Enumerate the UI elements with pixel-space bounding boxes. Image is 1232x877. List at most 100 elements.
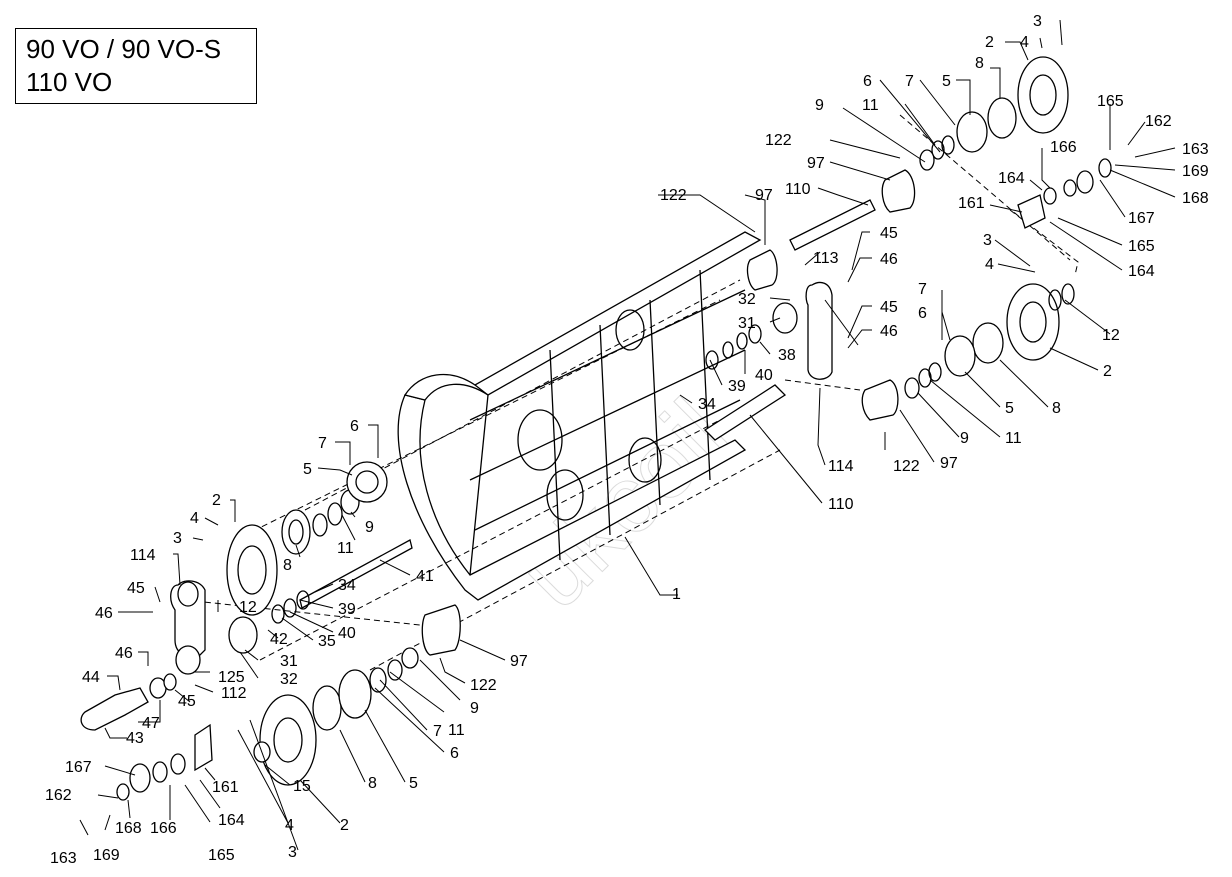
callout-label: 31 xyxy=(280,653,298,670)
callout-label: 31 xyxy=(738,315,756,332)
callout-label: 6 xyxy=(450,745,459,762)
callout-label: 11 xyxy=(862,97,879,114)
callout-label: 40 xyxy=(755,367,773,384)
callout-label: 34 xyxy=(338,577,356,594)
callout-label: 7 xyxy=(433,723,442,740)
callout-label: 3 xyxy=(1033,13,1042,30)
callout-label: 9 xyxy=(960,430,969,447)
callout-label: 7 xyxy=(905,73,914,90)
leader-lines xyxy=(79,19,1176,851)
callout-label: 3 xyxy=(288,844,297,861)
callout-label: 168 xyxy=(1182,190,1209,207)
callout-label: 3 xyxy=(983,232,992,249)
model-title-box: 90 VO / 90 VO-S 110 VO xyxy=(15,28,257,104)
callout-label: 2 xyxy=(1103,363,1112,380)
callout-label: 163 xyxy=(50,850,77,867)
callout-label: 114 xyxy=(828,458,854,475)
callout-label: 12 xyxy=(239,599,257,616)
callout-label: 7 xyxy=(318,435,327,452)
callout-label: 8 xyxy=(368,775,377,792)
callout-label: 40 xyxy=(338,625,356,642)
callout-label: 161 xyxy=(958,195,985,212)
callout-label: 5 xyxy=(942,73,951,90)
model-title-line-2: 110 VO xyxy=(26,67,113,97)
callout-label: 45 xyxy=(127,580,145,597)
callout-label: 162 xyxy=(1145,113,1172,130)
callout-label: 46 xyxy=(880,251,898,268)
callout-label: 47 xyxy=(142,715,160,732)
callout-label: 43 xyxy=(126,730,144,747)
callout-label: 164 xyxy=(998,170,1025,187)
callout-label: 112 xyxy=(221,685,247,702)
callout-label: 110 xyxy=(828,496,854,513)
callout-label: 1 xyxy=(672,586,681,603)
callout-label: 44 xyxy=(82,669,100,686)
callout-label: 35 xyxy=(318,633,336,650)
drum-housing xyxy=(397,231,762,601)
callout-label: 166 xyxy=(150,820,177,837)
callout-label: 2 xyxy=(340,817,349,834)
callout-label: 8 xyxy=(283,557,292,574)
callout-label: 46 xyxy=(115,645,133,662)
callout-label: 3 xyxy=(173,530,182,547)
callout-label: 165 xyxy=(1097,93,1124,110)
callout-label: 11 xyxy=(448,722,465,739)
callout-label: 161 xyxy=(212,779,239,796)
callout-label: 32 xyxy=(738,291,756,308)
callout-label: 122 xyxy=(660,187,687,204)
callout-label: 169 xyxy=(1182,163,1209,180)
callout-label: 9 xyxy=(470,700,479,717)
callout-label: 125 xyxy=(218,669,245,686)
callout-label: 8 xyxy=(1052,400,1061,417)
callout-label: 113 xyxy=(813,250,839,267)
callout-label: 45 xyxy=(178,693,196,710)
left-parts xyxy=(80,461,461,801)
callout-label: 11 xyxy=(337,540,354,557)
callout-label: 166 xyxy=(1050,139,1077,156)
callout-label: 110 xyxy=(785,181,811,198)
assembly-lines xyxy=(184,114,1079,671)
callout-label: 97 xyxy=(940,455,958,472)
callout-label: 6 xyxy=(350,418,359,435)
callout-label: 8 xyxy=(975,55,984,72)
right-parts xyxy=(703,56,1112,441)
callout-label: 46 xyxy=(880,323,898,340)
callout-label: 168 xyxy=(115,820,142,837)
callout-label: 38 xyxy=(778,347,796,364)
callout-label: 122 xyxy=(765,132,792,149)
callout-label: 39 xyxy=(338,601,356,618)
callout-label: 32 xyxy=(280,671,298,688)
callout-label: 164 xyxy=(218,812,245,829)
callout-label: 7 xyxy=(918,281,927,298)
callout-label: 167 xyxy=(65,759,92,776)
callout-label: 114 xyxy=(130,547,156,564)
callout-labels: 1 2 2 2 2 3 3 3 3 4 4 4 4 5 5 5 5 6 6 6 … xyxy=(45,13,1209,867)
callout-label: 34 xyxy=(698,396,716,413)
callout-label: 4 xyxy=(985,256,994,273)
callout-label: 41 xyxy=(416,568,434,585)
model-title-line-1: 90 VO / 90 VO-S xyxy=(26,34,222,64)
callout-label: 39 xyxy=(728,378,746,395)
callout-label: 15 xyxy=(293,778,311,795)
callout-label: 97 xyxy=(807,155,825,172)
callout-label: 169 xyxy=(93,847,120,864)
callout-label: 163 xyxy=(1182,141,1209,158)
callout-label: 167 xyxy=(1128,210,1155,227)
callout-label: 162 xyxy=(45,787,72,804)
callout-label: 11 xyxy=(1005,430,1022,447)
callout-label: 122 xyxy=(893,458,920,475)
callout-label: 6 xyxy=(918,305,927,322)
callout-label: 5 xyxy=(303,461,312,478)
callout-label: 2 xyxy=(985,34,994,51)
callout-label: 122 xyxy=(470,677,497,694)
callout-label: 4 xyxy=(190,510,199,527)
callout-label: 45 xyxy=(880,225,898,242)
callout-label: 9 xyxy=(365,519,374,536)
callout-label: 4 xyxy=(285,817,294,834)
callout-label: 45 xyxy=(880,299,898,316)
callout-label: 97 xyxy=(755,187,773,204)
callout-label: 5 xyxy=(409,775,418,792)
callout-label: 12 xyxy=(1102,327,1120,344)
callout-label: 165 xyxy=(208,847,235,864)
